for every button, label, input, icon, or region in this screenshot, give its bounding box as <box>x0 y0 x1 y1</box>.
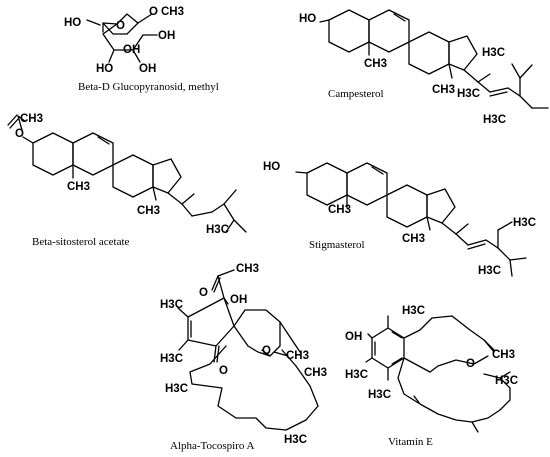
campesterol-ch3-b: CH3 <box>432 84 455 96</box>
campesterol-h3c-b: H3C <box>457 88 480 100</box>
vitamin-e-bonds <box>365 315 511 433</box>
vitamin-e-ch3-a: CH3 <box>492 349 515 361</box>
beta-sitosterol-acetate-ch3-a: CH3 <box>67 181 90 193</box>
alpha-tocospiro-a-caption: Alpha-Tocospiro A <box>170 440 255 452</box>
alpha-tocospiro-a-o-ring: O <box>262 345 271 357</box>
glucopyranosid-oh-right: OH <box>158 30 175 42</box>
alpha-tocospiro-a-h3c-a: H3C <box>160 299 183 311</box>
alpha-tocospiro-a-o-acetyl: O <box>199 287 208 299</box>
compound-campesterol: HO CH3 CH3 H3C H3C H3C Campesterol <box>299 9 549 126</box>
glucopyranosid-bonds <box>86 13 158 63</box>
vitamin-e-h3c-d: H3C <box>495 375 518 387</box>
glucopyranosid-ring-oxygen: O <box>116 20 125 32</box>
alpha-tocospiro-a-o-ketone: O <box>219 365 228 377</box>
alpha-tocospiro-a-h3c-c: H3C <box>165 383 188 395</box>
vitamin-e-h3c-c: H3C <box>368 389 391 401</box>
alpha-tocospiro-a-ch3-d: CH3 <box>304 367 327 379</box>
vitamin-e-oh: OH <box>345 331 362 343</box>
alpha-tocospiro-a-ch3-acetyl: CH3 <box>236 263 259 275</box>
glucopyranosid-methyl: CH3 <box>161 6 184 18</box>
stigmasterol-ch3-a: CH3 <box>328 204 351 216</box>
beta-sitosterol-acetate-h3c: H3C <box>206 224 229 236</box>
stigmasterol-caption: Stigmasterol <box>309 239 365 251</box>
compound-alpha-tocospiro-a: CH3 O OH H3C H3C O O CH3 H3C CH3 H3C Alp… <box>160 263 327 452</box>
beta-sitosterol-acetate-ch3-b: CH3 <box>137 205 160 217</box>
glucopyranosid-ho-left: HO <box>64 17 81 29</box>
stigmasterol-bonds <box>295 162 527 277</box>
vitamin-e-caption: Vitamin E <box>388 436 433 448</box>
stigmasterol-h3c-b: H3C <box>478 265 501 277</box>
alpha-tocospiro-a-oh: OH <box>230 294 247 306</box>
glucopyranosid-ho-bottom-left: HO <box>96 63 113 75</box>
campesterol-bonds <box>319 9 549 109</box>
stigmasterol-ch3-b: CH3 <box>402 233 425 245</box>
glucopyranosid-caption: Beta-D Glucopyranosid, methyl <box>78 81 219 93</box>
beta-sitosterol-acetate-bonds <box>7 114 247 233</box>
vitamin-e-h3c-b: H3C <box>345 369 368 381</box>
campesterol-h3c-a: H3C <box>482 47 505 59</box>
compound-glucopyranosid: HO O O CH3 OH HO OH OH Beta-D Glucopyran… <box>64 6 219 93</box>
alpha-tocospiro-a-ch3-ring: CH3 <box>286 350 309 362</box>
vitamin-e-h3c-a: H3C <box>402 305 425 317</box>
glucopyranosid-oh-bottom-right: OH <box>139 63 156 75</box>
beta-sitosterol-acetate-caption: Beta-sitosterol acetate <box>32 236 130 248</box>
alpha-tocospiro-a-h3c-e: H3C <box>284 434 307 446</box>
glucopyranosid-oh-bottom: OH <box>123 44 140 56</box>
beta-sitosterol-acetate-ch3-top: CH3 <box>20 113 43 125</box>
compound-vitamin-e: OH H3C H3C O CH3 H3C H3C Vitamin E <box>345 305 518 448</box>
alpha-tocospiro-a-h3c-b: H3C <box>160 353 183 365</box>
compound-stigmasterol: HO CH3 CH3 H3C H3C Stigmasterol <box>263 161 536 277</box>
beta-sitosterol-acetate-oxygen: O <box>15 128 24 140</box>
campesterol-caption: Campesterol <box>328 88 384 100</box>
glucopyranosid-methoxy-oxygen: O <box>149 6 158 18</box>
campesterol-h3c-c: H3C <box>483 114 506 126</box>
campesterol-ch3-a: CH3 <box>364 58 387 70</box>
campesterol-ho: HO <box>299 13 316 25</box>
stigmasterol-ho: HO <box>263 161 280 173</box>
alpha-tocospiro-a-bonds <box>177 269 319 431</box>
vitamin-e-oxygen: O <box>466 358 475 370</box>
stigmasterol-h3c-a: H3C <box>513 217 536 229</box>
compound-beta-sitosterol-acetate: CH3 O CH3 CH3 H3C Beta-sitosterol acetat… <box>7 113 247 248</box>
